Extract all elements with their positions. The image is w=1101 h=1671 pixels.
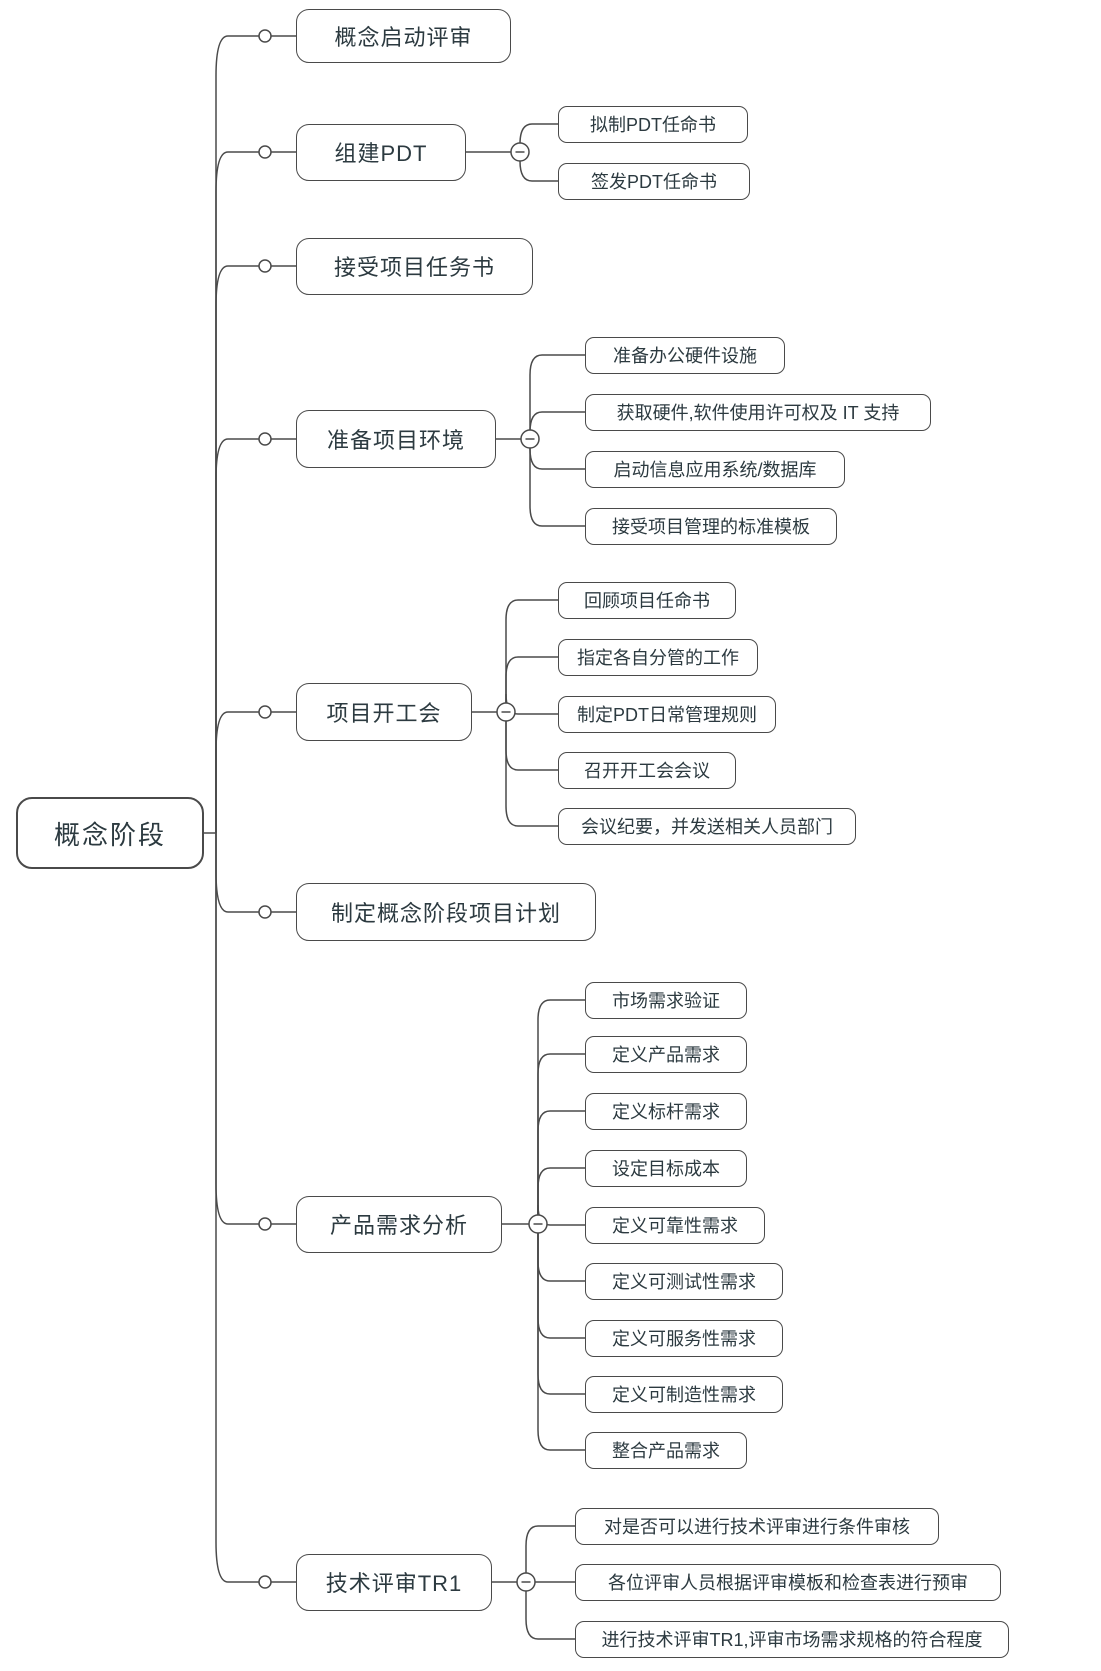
connector-line bbox=[537, 1053, 585, 1224]
leaf-node[interactable]: 拟制PDT任命书 bbox=[558, 105, 748, 143]
leaf-node[interactable]: 回顾项目任命书 bbox=[558, 581, 736, 619]
leaf-node[interactable]: 启动信息应用系统/数据库 bbox=[585, 450, 845, 488]
branch-node[interactable]: 制定概念阶段项目计划 bbox=[296, 883, 596, 941]
branch-node[interactable]: 技术评审TR1 bbox=[296, 1553, 492, 1611]
leaf-node[interactable]: 定义标杆需求 bbox=[585, 1092, 747, 1130]
branch-junction-dot bbox=[258, 905, 272, 919]
connector-line bbox=[537, 1224, 585, 1451]
leaf-node[interactable]: 定义可测试性需求 bbox=[585, 1262, 783, 1300]
leaf-node[interactable]: 会议纪要，并发送相关人员部门 bbox=[558, 807, 856, 845]
branch-junction-dot bbox=[258, 29, 272, 43]
connector-line bbox=[537, 1167, 585, 1224]
leaf-node[interactable]: 各位评审人员根据评审模板和检查表进行预审 bbox=[575, 1563, 1001, 1601]
leaf-node[interactable]: 获取硬件,软件使用许可权及 IT 支持 bbox=[585, 393, 931, 431]
leaf-node[interactable]: 准备办公硬件设施 bbox=[585, 336, 785, 374]
branch-junction-dot bbox=[258, 705, 272, 719]
connector-line bbox=[505, 599, 558, 712]
connector-line bbox=[529, 354, 585, 439]
leaf-node[interactable]: 定义可制造性需求 bbox=[585, 1375, 783, 1413]
branch-node[interactable]: 接受项目任务书 bbox=[296, 237, 533, 295]
connector-line bbox=[525, 1582, 575, 1640]
leaf-node[interactable]: 签发PDT任命书 bbox=[558, 162, 750, 200]
branch-junction-dot bbox=[258, 432, 272, 446]
connector-line bbox=[537, 1110, 585, 1224]
branch-junction-dot bbox=[258, 1575, 272, 1589]
connector-line bbox=[505, 712, 558, 827]
leaf-node[interactable]: 定义可靠性需求 bbox=[585, 1206, 765, 1244]
connector-line bbox=[525, 1525, 575, 1582]
branch-node[interactable]: 项目开工会 bbox=[296, 683, 472, 741]
branch-junction-dot bbox=[258, 1217, 272, 1231]
branch-node[interactable]: 组建PDT bbox=[296, 123, 466, 181]
branch-junction-dot bbox=[258, 259, 272, 273]
connector-line bbox=[215, 711, 296, 833]
branch-node[interactable]: 产品需求分析 bbox=[296, 1195, 502, 1253]
leaf-node[interactable]: 设定目标成本 bbox=[585, 1149, 747, 1187]
connector-line bbox=[537, 999, 585, 1224]
leaf-node[interactable]: 召开开工会会议 bbox=[558, 751, 736, 789]
leaf-node[interactable]: 定义产品需求 bbox=[585, 1035, 747, 1073]
leaf-node[interactable]: 接受项目管理的标准模板 bbox=[585, 507, 837, 545]
leaf-node[interactable]: 整合产品需求 bbox=[585, 1431, 747, 1469]
leaf-node[interactable]: 市场需求验证 bbox=[585, 981, 747, 1019]
connector-line bbox=[529, 439, 585, 527]
connector-line bbox=[215, 833, 296, 1583]
root-node[interactable]: 概念阶段 bbox=[16, 797, 204, 869]
branch-junction-dot bbox=[258, 145, 272, 159]
branch-node[interactable]: 准备项目环境 bbox=[296, 410, 496, 468]
connector-line bbox=[215, 265, 296, 833]
leaf-node[interactable]: 制定PDT日常管理规则 bbox=[558, 695, 776, 733]
leaf-node[interactable]: 对是否可以进行技术评审进行条件审核 bbox=[575, 1507, 939, 1545]
connector-line bbox=[505, 656, 558, 712]
connector-line bbox=[215, 438, 296, 833]
connector-line bbox=[215, 35, 296, 833]
leaf-node[interactable]: 定义可服务性需求 bbox=[585, 1319, 783, 1357]
leaf-node[interactable]: 进行技术评审TR1,评审市场需求规格的符合程度 bbox=[575, 1620, 1009, 1658]
connector-line bbox=[215, 151, 296, 833]
leaf-node[interactable]: 指定各自分管的工作 bbox=[558, 638, 758, 676]
branch-node[interactable]: 概念启动评审 bbox=[296, 9, 511, 63]
